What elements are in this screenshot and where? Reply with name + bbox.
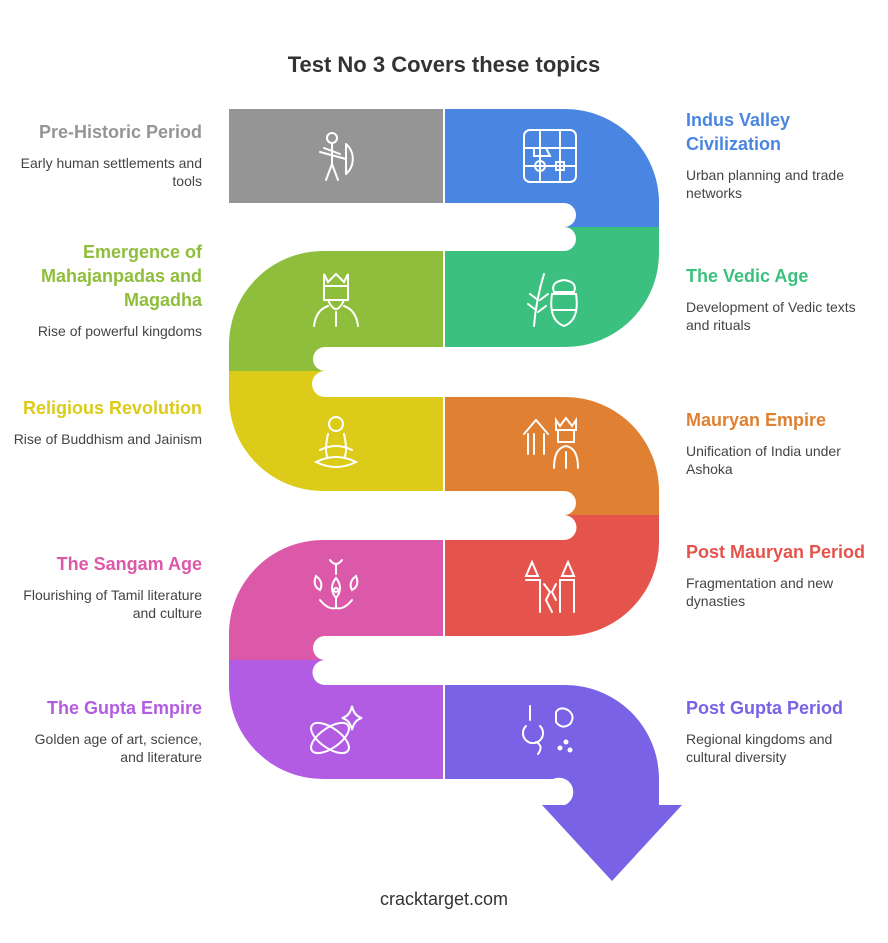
emperor-icon <box>520 412 580 472</box>
topic-heading: The Sangam Age <box>56 554 202 574</box>
topic-vedic-age: The Vedic Age Development of Vedic texts… <box>686 264 876 334</box>
footer-site: cracktarget.com <box>379 889 509 909</box>
segment-gupta-empire <box>229 660 443 780</box>
topic-desc: Fragmentation and new dynasties <box>686 575 834 609</box>
segment-indus-valley <box>445 108 659 227</box>
segment-post-gupta-arrow <box>445 684 682 881</box>
topic-pre-historic: Pre-Historic Period Early human settleme… <box>12 120 202 190</box>
topic-desc: Unification of India under Ashoka <box>686 443 841 477</box>
broken-pillars-icon <box>520 556 580 616</box>
topic-mahajanpadas: Emergence of Mahajanpadas and Magadha Ri… <box>12 240 202 340</box>
segment-mauryan-empire <box>445 396 659 515</box>
topic-desc: Flourishing of Tamil literature and cult… <box>23 587 202 621</box>
city-plan-icon <box>520 126 580 186</box>
archer-icon <box>306 126 366 186</box>
topic-desc: Rise of powerful kingdoms <box>37 323 202 339</box>
diagram-title: Test No 3 Covers these topics <box>287 52 601 77</box>
topic-desc: Early human settlements and tools <box>20 155 202 189</box>
topic-post-gupta: Post Gupta Period Regional kingdoms and … <box>686 696 876 766</box>
topic-desc: Golden age of art, science, and literatu… <box>34 731 202 765</box>
topic-heading: The Vedic Age <box>686 266 809 286</box>
segment-mahajanpadas <box>229 250 443 371</box>
topic-heading: Post Gupta Period <box>686 698 844 718</box>
topic-heading: The Gupta Empire <box>46 698 202 718</box>
topic-sangam-age: The Sangam Age Flourishing of Tamil lite… <box>12 552 202 622</box>
topic-heading: Mauryan Empire <box>686 410 827 430</box>
topic-heading: Religious Revolution <box>22 398 202 418</box>
lotus-icon <box>306 556 366 616</box>
topic-desc: Development of Vedic texts and rituals <box>686 299 856 333</box>
king-icon <box>306 270 366 330</box>
topic-indus-valley: Indus Valley Civilization Urban planning… <box>686 108 876 202</box>
segment-post-mauryan <box>445 515 660 637</box>
topic-religious-revolution: Religious Revolution Rise of Buddhism an… <box>12 396 202 448</box>
topic-gupta-empire: The Gupta Empire Golden age of art, scie… <box>12 696 202 766</box>
topic-post-mauryan: Post Mauryan Period Fragmentation and ne… <box>686 540 876 610</box>
meditation-icon <box>306 412 366 472</box>
segment-vedic-age <box>445 227 660 348</box>
topic-heading: Emergence of Mahajanpadas and Magadha <box>40 242 202 310</box>
topic-heading: Indus Valley Civilization <box>686 110 791 154</box>
regional-symbols-icon <box>520 702 580 762</box>
plant-and-pot-icon <box>520 270 580 330</box>
topic-heading: Post Mauryan Period <box>686 542 866 562</box>
topic-desc: Rise of Buddhism and Jainism <box>13 431 202 447</box>
topic-heading: Pre-Historic Period <box>38 122 202 142</box>
atom-icon <box>306 702 366 762</box>
topic-mauryan-empire: Mauryan Empire Unification of India unde… <box>686 408 876 478</box>
topic-desc: Regional kingdoms and cultural diversity <box>686 731 833 765</box>
topic-desc: Urban planning and trade networks <box>686 167 845 201</box>
